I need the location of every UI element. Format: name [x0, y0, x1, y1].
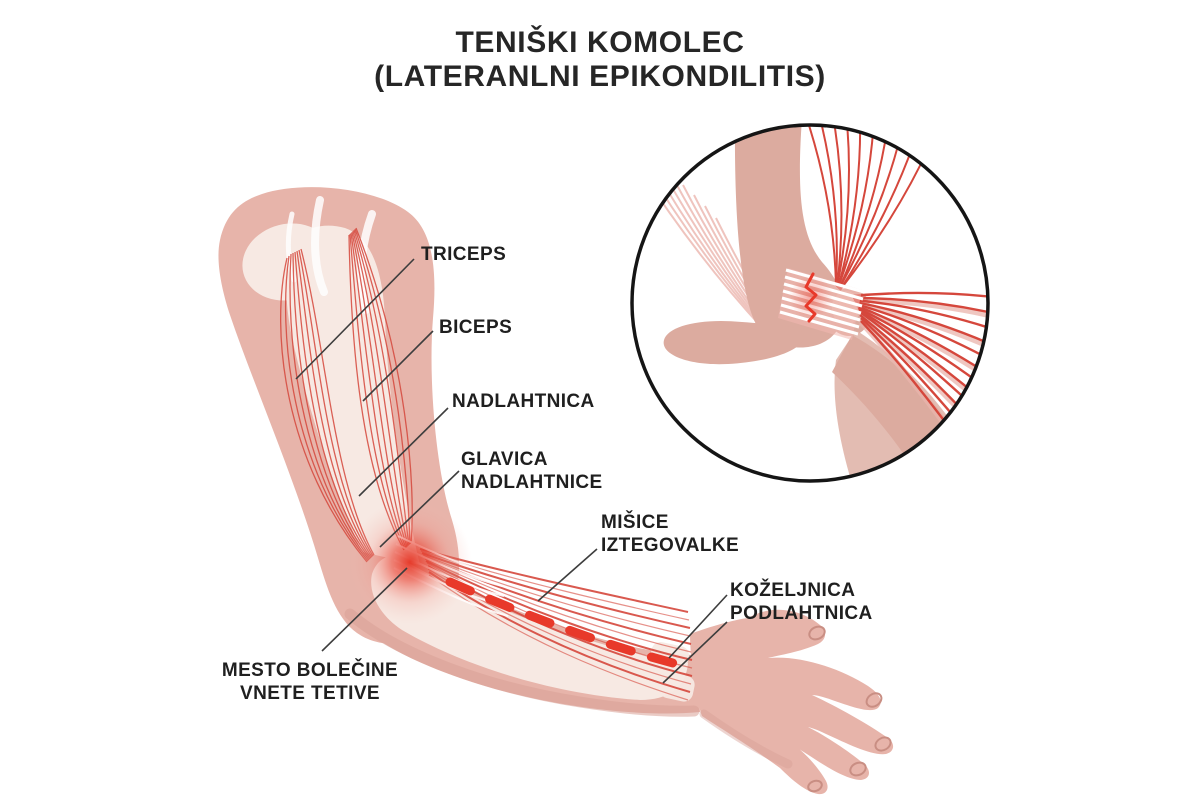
forearm-shadow [344, 608, 700, 717]
leader-biceps [362, 330, 434, 402]
label-glavica-line1: GLAVICA [461, 449, 548, 470]
inset-tear-mark [804, 272, 818, 323]
thumb-nail [808, 625, 826, 641]
middle-nail [874, 736, 892, 752]
leader-misice [537, 548, 598, 602]
hand-skin [690, 609, 894, 795]
pain-glow [348, 500, 472, 624]
dashed-pain-line [445, 577, 689, 671]
leader-triceps [295, 258, 415, 380]
ring-nail [849, 761, 867, 777]
label-mesto-line1: MESTO BOLEČINE [221, 660, 399, 681]
leader-nadlahtnica [358, 407, 449, 497]
wrist-bone-2 [659, 672, 695, 702]
leader-podlahtnica [662, 621, 728, 684]
label-glavica-line2: NADLAHTNICE [461, 472, 603, 494]
leader-glavica [379, 470, 460, 548]
label-kozeljnica: KOŽELJNICA [730, 580, 856, 601]
label-biceps: BICEPS [439, 317, 513, 338]
label-misice-line2: IZTEGOVALKE [601, 535, 740, 557]
leader-mesto [321, 567, 408, 652]
title-block: TENIŠKI KOMOLEC (LATERANLNI EPIKONDILITI… [0, 26, 1200, 93]
triceps-fibers [280, 248, 375, 563]
label-glavica-nadlahtnice: GLAVICA NADLAHTNICE [461, 448, 603, 494]
index-nail [865, 692, 883, 708]
label-mesto-bolecine: MESTO BOLEČINE VNETE TETIVE [185, 659, 435, 705]
label-podlahtnica: PODLAHTNICA [730, 603, 873, 625]
label-misice-line1: MIŠICE [601, 512, 669, 533]
page-title: TENIŠKI KOMOLEC [455, 26, 745, 59]
palm-shadow [699, 709, 793, 769]
page-subtitle: (LATERANLNI EPIKONDILITIS) [374, 59, 826, 93]
label-nadlahtnica: NADLAHTNICA [452, 391, 595, 412]
inset-outline [630, 123, 990, 483]
label-misice-iztegovalke: MIŠICE IZTEGOVALKE [601, 511, 739, 557]
label-mesto-line2: VNETE TETIVE [240, 683, 380, 705]
pinky-nail [807, 779, 823, 793]
leader-kozeljnica [668, 594, 728, 659]
inset-tear-glow [789, 275, 833, 319]
fingernails [807, 625, 892, 793]
label-triceps: TRICEPS [421, 244, 507, 265]
elbow-inset [630, 123, 990, 483]
label-kozeljnica-podlahtnica: KOŽELJNICA PODLAHTNICA [730, 579, 873, 625]
inset-olecranon [663, 320, 805, 365]
leader-lines [295, 258, 728, 684]
